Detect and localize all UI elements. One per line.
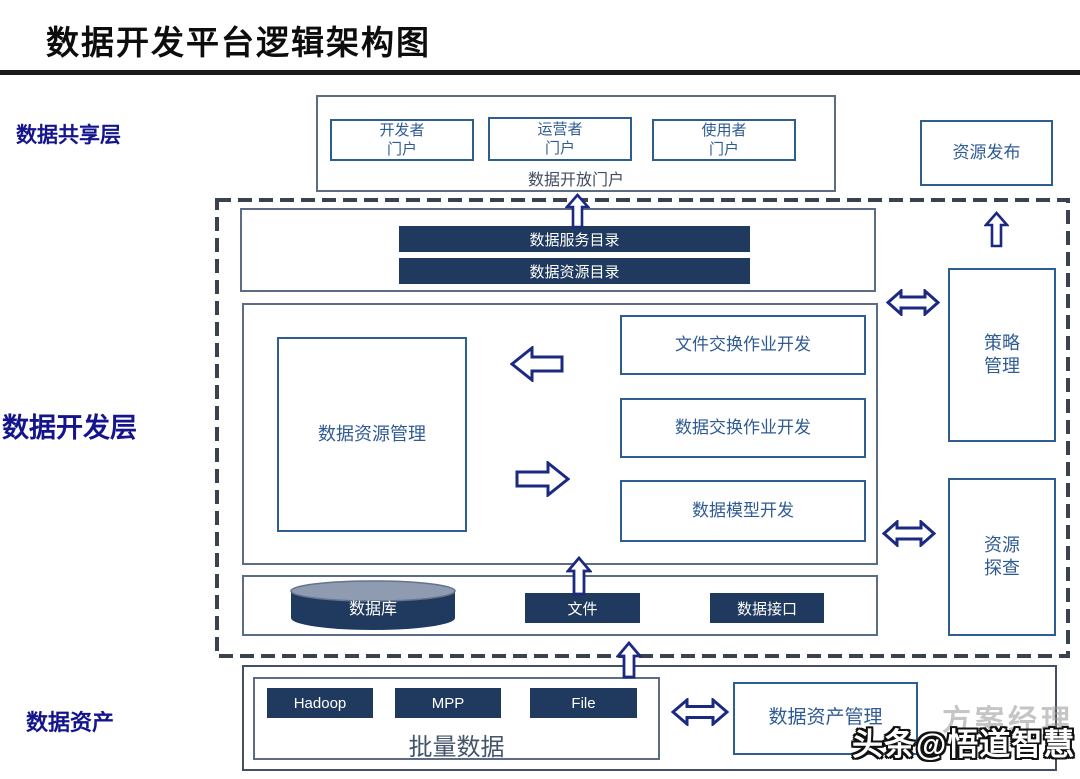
data-interface-bar: 数据接口 [710,593,824,623]
resource-exploration-box: 资源 探查 [948,478,1056,636]
layer-label-development: 数据开发层 [2,413,137,443]
batch-data-caption: 批量数据 [408,734,505,761]
double-arrow-icon [882,520,936,547]
double-arrow-icon [886,289,940,316]
data-resource-management-box: 数据资源管理 [277,337,467,532]
user-portal-box: 使用者 门户 [652,119,796,161]
data-service-catalog-bar: 数据服务目录 [399,226,750,252]
database-label: 数据库 [348,601,397,618]
open-portal-caption: 数据开放门户 [527,172,624,189]
up-arrow-icon [565,193,590,229]
hadoop-bar: Hadoop [267,688,373,718]
layer-label-assets: 数据资产 [26,710,115,735]
title-divider [0,70,1080,75]
developer-portal-box: 开发者 门户 [330,119,474,161]
data-model-dev-box: 数据模型开发 [620,480,866,542]
mpp-bar: MPP [395,688,501,718]
data-exchange-job-box: 数据交换作业开发 [620,398,866,458]
policy-management-box: 策略 管理 [948,268,1056,442]
layer-label-sharing: 数据共享层 [16,124,121,147]
resource-publish-box: 资源发布 [920,120,1053,186]
up-arrow-icon [566,556,592,596]
up-arrow-icon [616,641,642,679]
database-cylinder: 数据库 [288,579,458,632]
operator-portal-box: 运营者 门户 [488,117,632,161]
watermark-secondary: 方案经理 [942,705,1075,737]
watermark-primary: 头条@悟道智慧 [852,727,1076,762]
file-engine-bar: File [530,688,637,718]
double-arrow-icon [671,698,729,726]
file-source-bar: 文件 [525,593,640,623]
development-layer-dashed-border [215,198,1070,658]
left-arrow-icon [510,346,564,382]
data-resource-catalog-bar: 数据资源目录 [399,258,750,284]
data-asset-management-box: 数据资产管理 [733,682,918,755]
file-exchange-job-box: 文件交换作业开发 [620,315,866,375]
right-arrow-icon [514,461,570,497]
up-arrow-icon [984,211,1009,248]
page-title: 数据开发平台逻辑架构图 [46,24,431,61]
